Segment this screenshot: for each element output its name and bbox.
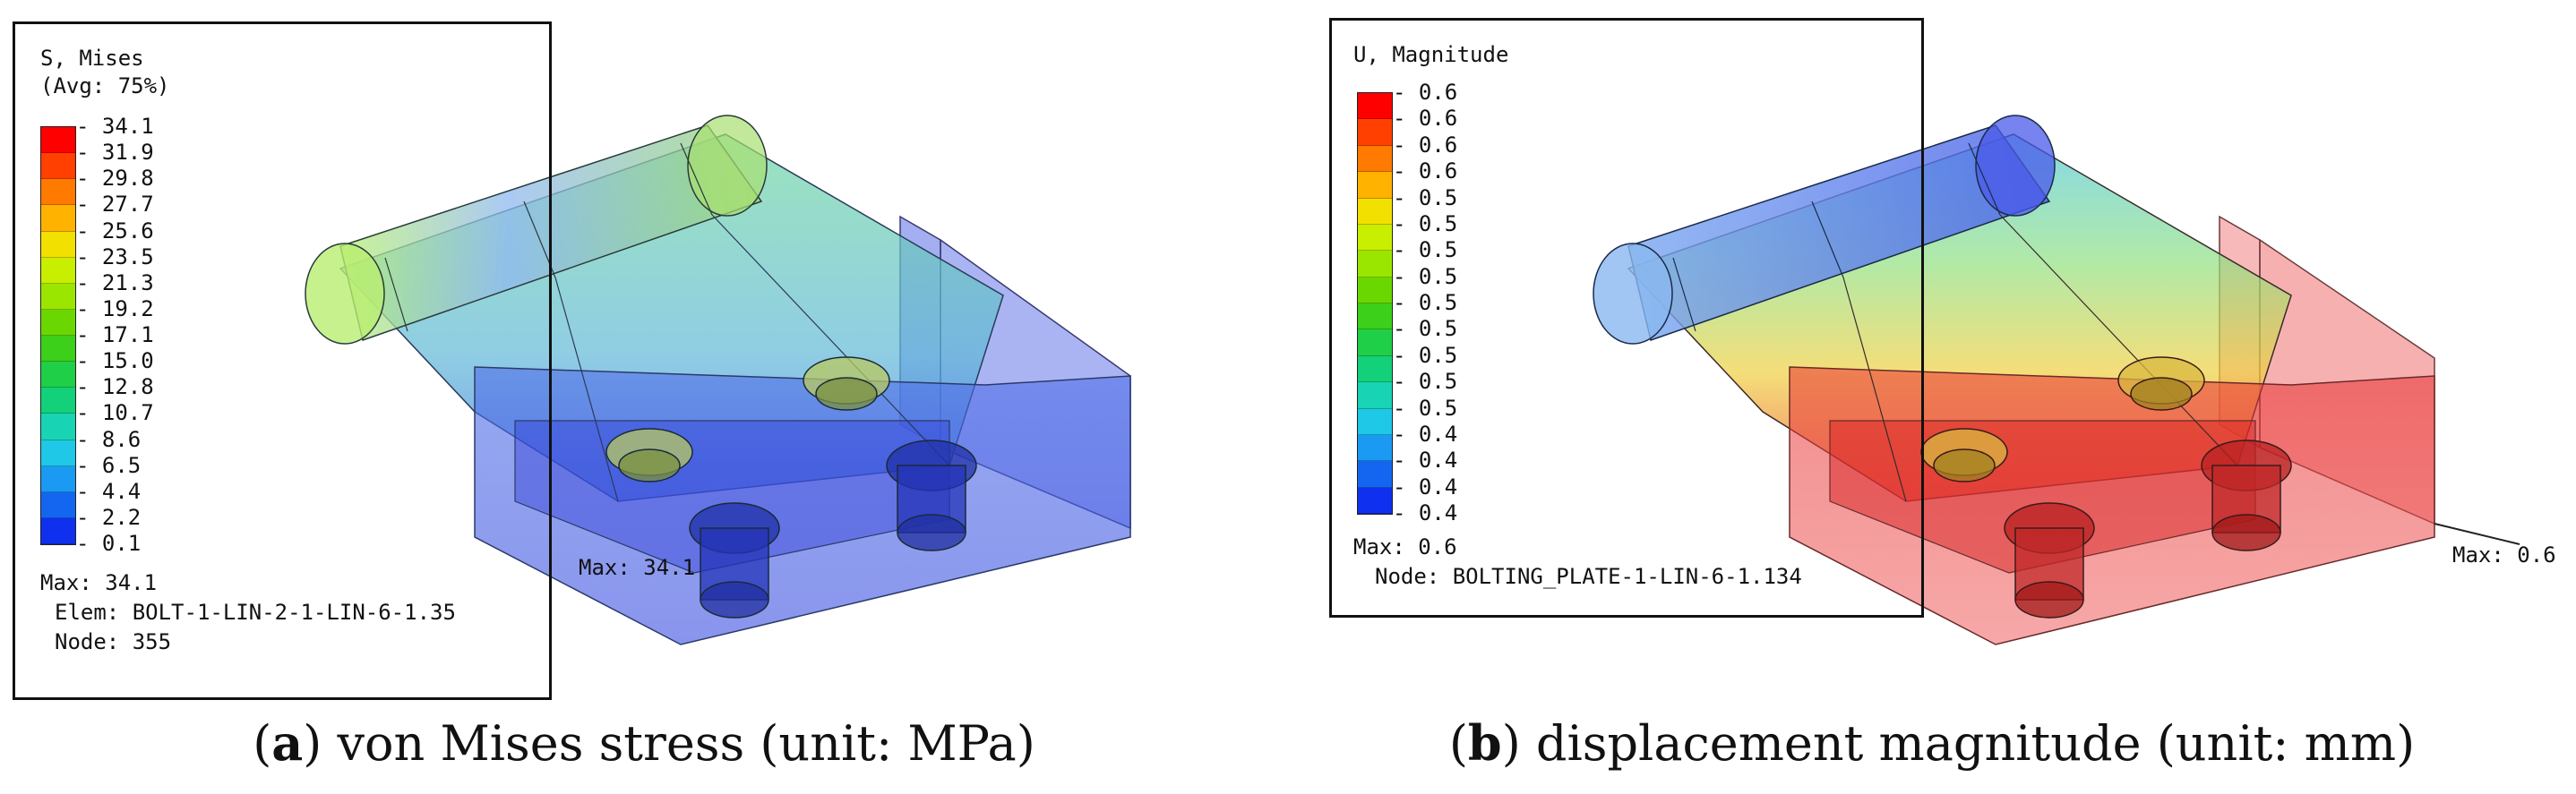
legend-elem: Elem: BOLT-1-LIN-2-1-LIN-6-1.35 xyxy=(55,600,456,625)
legend-title: U, Magnitude xyxy=(1353,42,1509,67)
legend-node: Node: 355 xyxy=(55,629,172,654)
caption-text: von Mises stress (unit: MPa) xyxy=(322,715,1035,772)
tick-label: - 34.1 xyxy=(76,114,154,139)
color-bar-cell xyxy=(1358,434,1392,462)
color-bar-cell xyxy=(1358,119,1392,146)
tick-label: - 8.6 xyxy=(76,426,142,452)
color-bar-cell xyxy=(41,491,75,518)
color-bar-cell xyxy=(41,179,75,206)
tick-label: - 0.5 xyxy=(1393,210,1458,236)
tick-label: - 0.5 xyxy=(1393,290,1458,315)
tick-label: - 2.2 xyxy=(76,504,142,530)
legend-node: Node: BOLTING_PLATE-1-LIN-6-1.134 xyxy=(1375,564,1802,589)
legend-title: S, Mises xyxy=(40,46,144,71)
color-bar-cell xyxy=(41,127,75,154)
color-bar-cell xyxy=(41,205,75,232)
color-bar-cell xyxy=(41,283,75,310)
tick-label: - 0.6 xyxy=(1393,106,1458,132)
color-bar-cell xyxy=(41,517,75,544)
color-bar-cell xyxy=(41,440,75,466)
tick-label: - 0.5 xyxy=(1393,316,1458,342)
pin-end-right xyxy=(687,115,768,217)
tick-label: - 17.1 xyxy=(76,322,154,347)
color-bar-cell xyxy=(41,336,75,363)
color-bar-cell xyxy=(1358,382,1392,409)
tick-label: - 0.4 xyxy=(1393,500,1458,525)
caption-text: displacement magnitude (unit: mm) xyxy=(1520,715,2416,772)
color-bar-cell xyxy=(1358,224,1392,252)
tick-label: - 15.0 xyxy=(76,348,154,374)
tick-label: - 0.5 xyxy=(1393,369,1458,395)
color-bar-cell xyxy=(1358,303,1392,330)
tick-label: - 25.6 xyxy=(76,218,154,243)
tick-label: - 12.8 xyxy=(76,374,154,400)
panel-von-mises: S, Mises (Avg: 75%) - 34.1- 31.9- 29.8- … xyxy=(13,21,1131,772)
legend-max: Max: 34.1 xyxy=(40,570,158,595)
color-bar-cell xyxy=(1358,251,1392,277)
caption-b: (b) displacement magnitude (unit: mm) xyxy=(1448,714,2416,772)
color-bar-cell xyxy=(1358,355,1392,383)
color-bar-cell xyxy=(41,362,75,388)
bolt-group xyxy=(1920,356,2292,619)
max-marker: Max: 34.1 xyxy=(579,555,696,580)
color-bar-cell xyxy=(1358,145,1392,173)
tick-label: - 0.5 xyxy=(1393,184,1458,210)
color-bar-cell xyxy=(1358,408,1392,435)
color-bar-cell xyxy=(1358,461,1392,488)
tick-label: - 31.9 xyxy=(76,140,154,166)
tick-label: - 21.3 xyxy=(76,269,154,295)
caption-letter: b xyxy=(1467,714,1502,772)
pin-end-right xyxy=(1975,115,2056,217)
tick-label: - 0.1 xyxy=(76,531,142,556)
tick-label: - 0.5 xyxy=(1393,395,1458,421)
legend-subtitle: (Avg: 75%) xyxy=(40,73,170,98)
tick-label: - 0.4 xyxy=(1393,448,1458,474)
color-bar-cell xyxy=(41,388,75,414)
tick-label: - 10.7 xyxy=(76,400,154,426)
tick-label: - 0.5 xyxy=(1393,237,1458,263)
tick-label: - 6.5 xyxy=(76,452,142,478)
color-bar-cell xyxy=(1358,198,1392,225)
tick-label: - 0.5 xyxy=(1393,263,1458,289)
tick-label: - 0.4 xyxy=(1393,421,1458,447)
color-bar-cell xyxy=(41,257,75,284)
color-bar-cell xyxy=(1358,487,1392,514)
legend-max: Max: 0.6 xyxy=(1353,534,1457,559)
tick-label: - 0.4 xyxy=(1393,474,1458,499)
color-bar-cell xyxy=(41,153,75,180)
tick-label: - 19.2 xyxy=(76,295,154,321)
tick-label: - 23.5 xyxy=(76,243,154,269)
tick-label: - 27.7 xyxy=(76,192,154,218)
color-bar-cell xyxy=(41,309,75,336)
tick-label: - 0.6 xyxy=(1393,80,1458,105)
stress-legend: S, Mises (Avg: 75%) - 34.1- 31.9- 29.8- … xyxy=(13,21,552,700)
max-marker: Max: 0.6 xyxy=(2452,542,2556,568)
tick-label: - 4.4 xyxy=(76,478,142,504)
color-bar-cell xyxy=(1358,93,1392,120)
color-bar xyxy=(40,126,76,545)
color-bar-cell xyxy=(1358,329,1392,356)
max-leader-line xyxy=(2434,523,2520,545)
tick-label: - 0.6 xyxy=(1393,132,1458,158)
tick-label: - 0.6 xyxy=(1393,158,1458,184)
panel-displacement: U, Magnitude - 0.6- 0.6- 0.6- 0.6- 0.5- … xyxy=(1288,0,2576,794)
caption-letter: a xyxy=(271,714,304,772)
pin-end-left xyxy=(305,243,385,345)
color-bar-cell xyxy=(1358,172,1392,199)
displacement-legend: U, Magnitude - 0.6- 0.6- 0.6- 0.6- 0.5- … xyxy=(1329,18,1924,618)
displacement-model-render xyxy=(1593,115,2520,645)
tick-label: - 29.8 xyxy=(76,166,154,192)
pin-end-left xyxy=(1593,243,1673,345)
stress-model-render xyxy=(305,115,1131,645)
color-bar-cell xyxy=(41,231,75,258)
color-bar xyxy=(1357,92,1393,515)
color-bar-cell xyxy=(1358,277,1392,303)
color-bar-cell xyxy=(41,465,75,492)
caption-a: (a) von Mises stress (unit: MPa) xyxy=(253,714,1035,772)
bolt-group xyxy=(605,356,977,619)
tick-label: - 0.5 xyxy=(1393,342,1458,368)
color-bar-cell xyxy=(41,414,75,440)
